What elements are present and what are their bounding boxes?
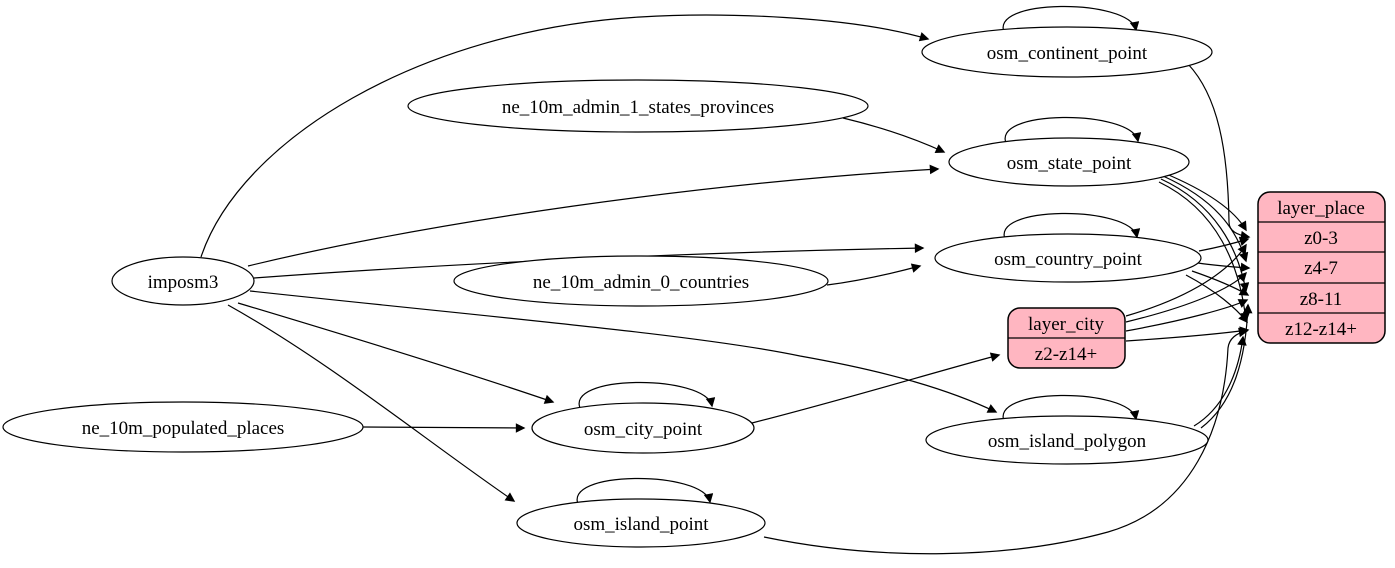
osm-island-polygon-label: osm_island_polygon: [988, 431, 1147, 452]
layer-place-title: layer_place: [1277, 198, 1365, 219]
edge-imposm3-to-osm-state-point: [247, 164, 940, 267]
layer-place-row-z0-3: z0-3: [1304, 228, 1338, 249]
ne-10m-populated-places-shape: [2, 401, 364, 453]
ne-10m-admin-1-states-provinces-shape: [407, 79, 869, 133]
edge-osm-city-point-to-layer-city-z2: [751, 352, 1001, 424]
edge-osm-island-point-to-layer-place-z12-z14: [763, 327, 1249, 555]
self-loop-osm-city-point: [578, 381, 716, 411]
edge-ne-10m-populated-places-to-osm-city-point: [362, 423, 526, 433]
imposm3-label: imposm3: [148, 272, 219, 293]
record-layer-city: layer_city z2-z14+: [1007, 307, 1126, 369]
edge-layer-city-to-layer-place-z4-7: [1125, 271, 1247, 323]
record-layer-place: layer_place z0-3 z4-7 z8-11 z12-z14+: [1257, 191, 1386, 344]
edge-imposm3-to-osm-continent-point: [200, 14, 930, 258]
edge-osm-state-point-to-layer-place-z8-11: [1160, 178, 1250, 293]
self-loop-osm-continent-point: [1002, 5, 1140, 35]
ne-10m-admin-0-countries-label: ne_10m_admin_0_countries: [533, 272, 749, 293]
edge-osm-state-point-to-layer-place-z0-3: [1163, 172, 1247, 232]
node-osm-country-point: osm_country_point: [934, 233, 1202, 283]
ne-10m-admin-1-states-provinces-label: ne_10m_admin_1_states_provinces: [502, 97, 774, 118]
node-ne-10m-populated-places: ne_10m_populated_places: [2, 401, 364, 453]
self-loop-osm-island-point: [576, 477, 714, 507]
edge-layer-city-to-layer-place-z0-3: [1125, 243, 1247, 317]
edge-layer-city-to-layer-place-z12-z14: [1125, 326, 1250, 342]
osm-island-point-shape: [516, 498, 766, 548]
osm-island-point-label: osm_island_point: [573, 514, 709, 535]
osm-country-point-shape: [934, 233, 1202, 283]
osm-country-point-label: osm_country_point: [994, 249, 1142, 270]
imposm3-shape: [111, 256, 255, 306]
edge-osm-country-point-to-layer-place-z12-z14: [1185, 274, 1248, 324]
layer-city-row-z2-z14: z2-z14+: [1035, 344, 1097, 365]
self-loop-osm-state-point: [1004, 116, 1142, 146]
edge-osm-continent-point-to-layer-place-z0-3: [1187, 63, 1251, 241]
ne-10m-populated-places-label: ne_10m_populated_places: [82, 418, 285, 439]
osm-continent-point-shape: [921, 26, 1213, 78]
node-osm-state-point: osm_state_point: [948, 137, 1190, 187]
edge-osm-country-point-to-layer-place-z4-7: [1197, 262, 1251, 273]
edges: [200, 5, 1253, 555]
node-osm-island-point: osm_island_point: [516, 498, 766, 548]
edge-imposm3-to-osm-island-polygon: [249, 290, 998, 413]
edge-ne-10m-admin-0-countries-to-osm-country-point: [826, 263, 922, 286]
osm-continent-point-label: osm_continent_point: [987, 43, 1148, 64]
edge-layer-city-to-layer-place-z8-11: [1125, 299, 1249, 332]
self-loop-osm-island-polygon: [1002, 394, 1140, 424]
layer-city-title: layer_city: [1028, 314, 1104, 335]
osm-city-point-shape: [531, 402, 755, 454]
edge-osm-country-point-to-layer-place-z0-3: [1198, 236, 1250, 252]
node-osm-city-point: osm_city_point: [531, 402, 755, 454]
edge-osm-island-polygon-to-layer-place-z12-z14: [1193, 335, 1247, 427]
node-osm-island-polygon: osm_island_polygon: [925, 415, 1209, 465]
ne-10m-admin-0-countries-shape: [453, 255, 829, 307]
edge-ne-10m-admin-1-states-provinces-to-osm-state-point: [842, 117, 946, 153]
node-ne-10m-admin-0-countries: ne_10m_admin_0_countries: [453, 255, 829, 307]
layer-place-row-z12-z14: z12-z14+: [1285, 319, 1357, 340]
osm-state-point-label: osm_state_point: [1007, 153, 1132, 174]
node-osm-continent-point: osm_continent_point: [921, 26, 1213, 78]
osm-island-polygon-shape: [925, 415, 1209, 465]
layer-place-row-z4-7: z4-7: [1304, 258, 1338, 279]
edge-osm-island-polygon-to-layer-place-z8-11: [1200, 303, 1253, 429]
self-loop-osm-country-point: [1003, 212, 1141, 242]
osm-state-point-shape: [948, 137, 1190, 187]
layer-place-shape: [1257, 191, 1386, 344]
layer-place-row-z8-11: z8-11: [1300, 289, 1343, 310]
edge-imposm3-to-osm-island-point: [227, 304, 516, 502]
edge-imposm3-to-osm-city-point: [237, 302, 555, 404]
node-imposm3: imposm3: [111, 256, 255, 306]
osm-city-point-label: osm_city_point: [584, 419, 703, 440]
node-ne-10m-admin-1-states-provinces: ne_10m_admin_1_states_provinces: [407, 79, 869, 133]
edge-osm-country-point-to-layer-place-z8-11: [1191, 270, 1250, 296]
